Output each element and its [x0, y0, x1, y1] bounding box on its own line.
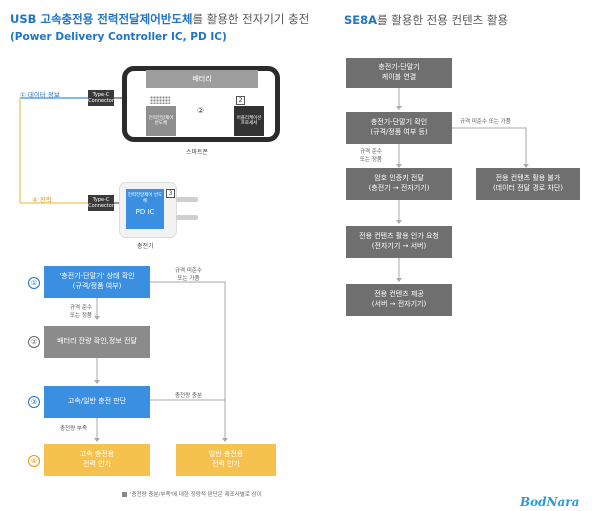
step-2-number: ② [28, 336, 40, 348]
step-4-number: ④ [28, 455, 40, 467]
step-3-number: ③ [28, 396, 40, 408]
circuit-pattern [150, 96, 170, 104]
type-c-connector-charger: Type-C Connector [88, 195, 114, 211]
flow-step-1: '충전기-단말기' 상태 확인(규격/정품 여부) [44, 266, 150, 298]
charger-label: 충전기 [137, 243, 154, 250]
pd-ic-desc: 전력전달제어 반도체 [127, 193, 163, 204]
flow-step-2: 배터리 잔량 확인,정보 전달 [44, 326, 150, 358]
smartphone-label: 스마트폰 [186, 149, 209, 156]
label-short: 충전량 부족 [60, 426, 88, 432]
application-processor-chip: 어플리케이션 프로세서 [234, 106, 264, 136]
left-subtitle: (Power Delivery Controller IC, PD IC) [10, 31, 227, 43]
plug-prong-top [176, 197, 198, 202]
data-info-label: ① 데이터 정보 [20, 91, 60, 99]
right-deny-box: 전용 컨텐츠 활용 불가(데이터 전달 경로 차단) [476, 168, 580, 200]
left-title: USB 고속충전용 전력전달제어반도체를 활용한 전자기기 충전 [10, 12, 310, 26]
footnote-marker [122, 492, 127, 497]
bodnara-logo: BodNara [520, 495, 580, 509]
right-title: SE8A를 활용한 전용 컨텐츠 활용 [344, 13, 509, 27]
right-step-3: 암호 인증키 전달(충전기 → 전자기기) [346, 168, 452, 200]
num-box-3: 3 [166, 189, 175, 198]
right-label-not-ok: 규격 미준수 또는 가품 [460, 119, 511, 125]
right-step-2: 충전기-단말기 확인(규격/정품 여부 등) [346, 112, 452, 144]
pd-ic-title: PD IC [135, 207, 155, 216]
step-2-marker: ② [197, 106, 205, 115]
battery: 배터리 [146, 70, 258, 88]
num-box-2: 2 [236, 96, 245, 105]
type-c-connector-phone: Type-C Connector [88, 90, 114, 106]
plug-prong-bottom [176, 215, 198, 220]
phone-pd-chip: 전력전달제어 반도체 [146, 106, 176, 136]
step-1-number: ① [28, 277, 40, 289]
right-step-5: 전용 컨텐츠 제공(서버 → 전자기기) [346, 284, 452, 316]
pd-ic-chip: 전력전달제어 반도체 PD IC [126, 189, 164, 229]
footnote: '충전량 충분/부족'에 대한 정량적 판단은 제조사별로 상이 [122, 490, 262, 498]
right-step-4: 전용 컨텐츠 활용 인가 요청(전자기기 → 서버) [346, 226, 452, 258]
label-enough: 충전량 충분 [175, 393, 203, 399]
power-label: ④ 전력 [32, 196, 52, 204]
flow-step-3: 고속/일반 충전 판단 [44, 386, 150, 418]
